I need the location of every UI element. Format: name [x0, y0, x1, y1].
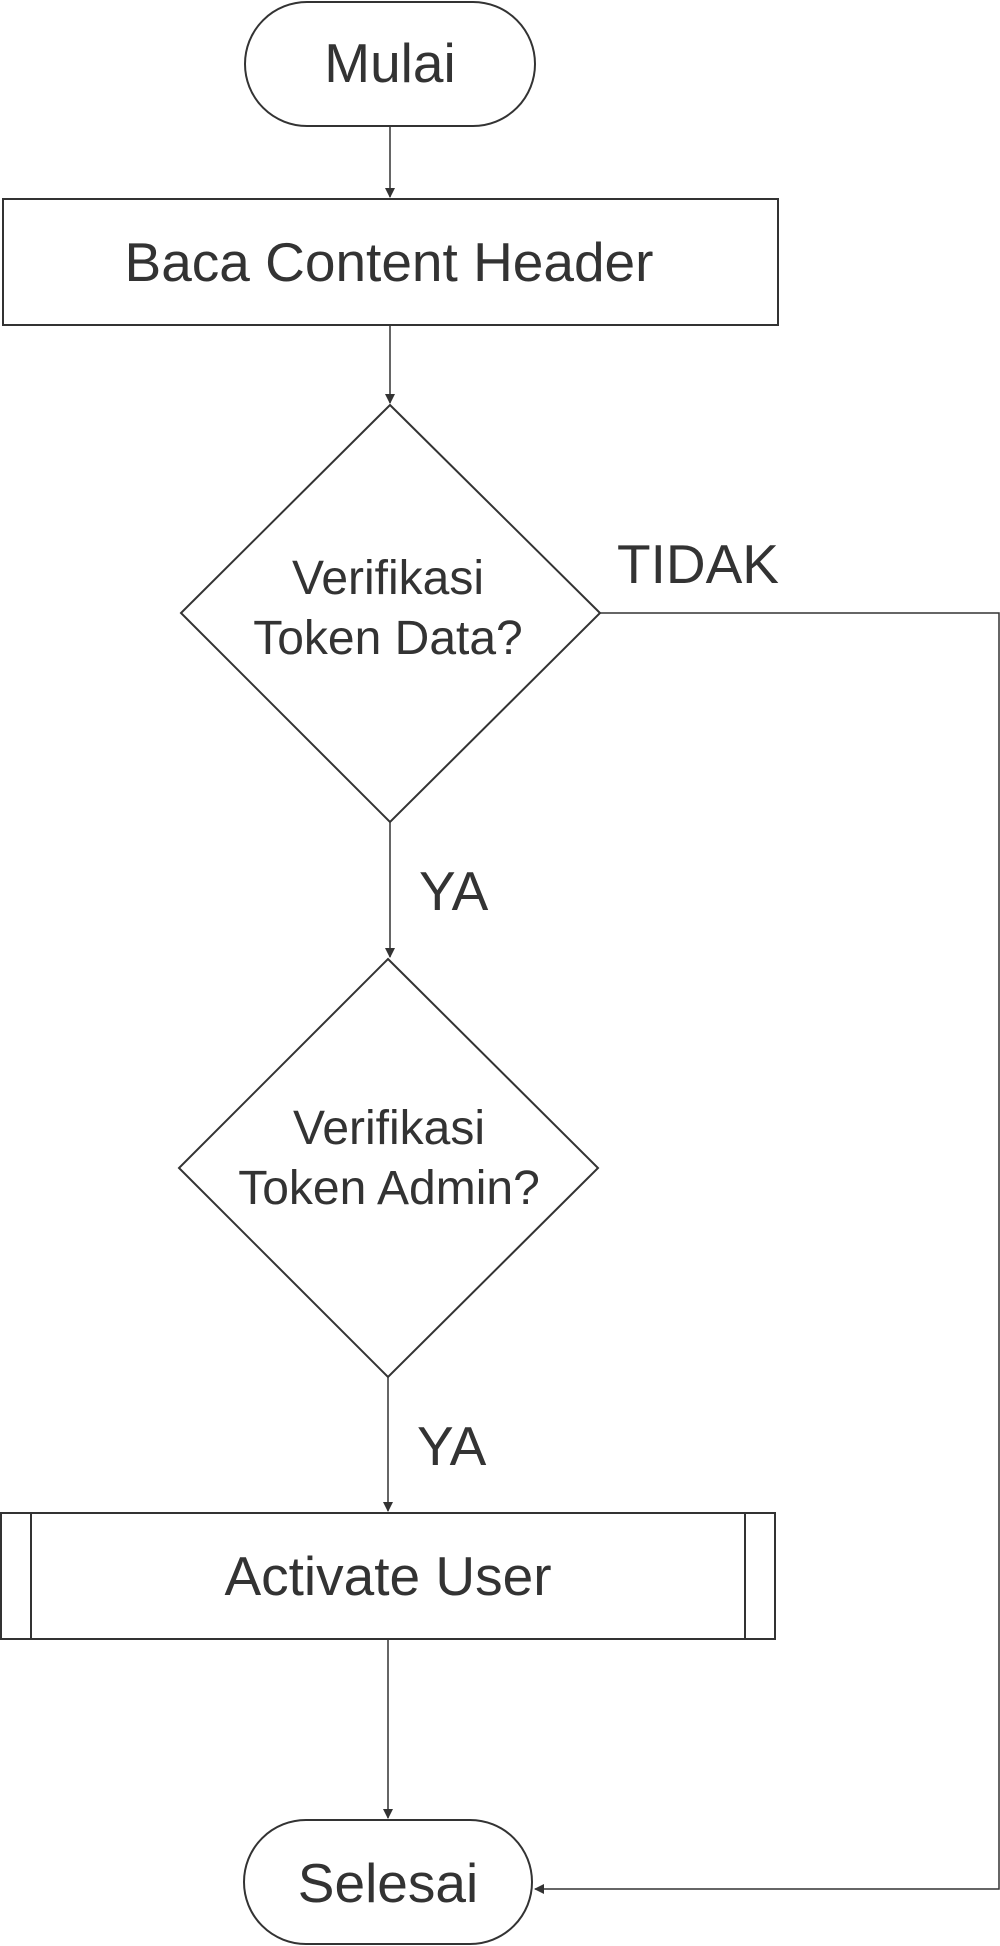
verify-token-admin-label-line2: Token Admin?: [238, 1162, 540, 1215]
end-terminator: Selesai: [243, 1819, 533, 1945]
verify-token-data-label-line2: Token Data?: [253, 612, 523, 665]
edge-label-ya-first: YA: [419, 860, 489, 922]
start-terminator-shape: [244, 1, 536, 127]
edge-label-tidak: TIDAK: [617, 533, 779, 595]
verify-token-data-shape: [179, 403, 602, 824]
end-terminator-shape: [243, 1819, 533, 1945]
start-terminator: Mulai: [244, 1, 536, 127]
activate-user-label: Activate User: [224, 1545, 551, 1607]
edge-verify-data-no: [534, 612, 1000, 1894]
read-header-label: Baca Content Header: [125, 231, 654, 293]
start-label: Mulai: [324, 32, 455, 94]
verify-token-data-decision: Verifikasi Token Data?: [179, 403, 602, 824]
read-header-process: Baca Content Header: [2, 198, 779, 326]
edge-label-ya-second: YA: [417, 1415, 487, 1477]
verify-token-admin-decision: Verifikasi Token Admin?: [177, 957, 600, 1379]
read-header-process-shape: [2, 198, 779, 326]
activate-user-process: Activate User: [0, 1512, 776, 1640]
activate-user-process-shape: [0, 1512, 776, 1640]
verify-token-admin-shape: [177, 957, 600, 1379]
end-label: Selesai: [298, 1852, 478, 1914]
verify-token-admin-label-line1: Verifikasi: [293, 1102, 485, 1155]
verify-token-data-label-line1: Verifikasi: [292, 552, 484, 605]
